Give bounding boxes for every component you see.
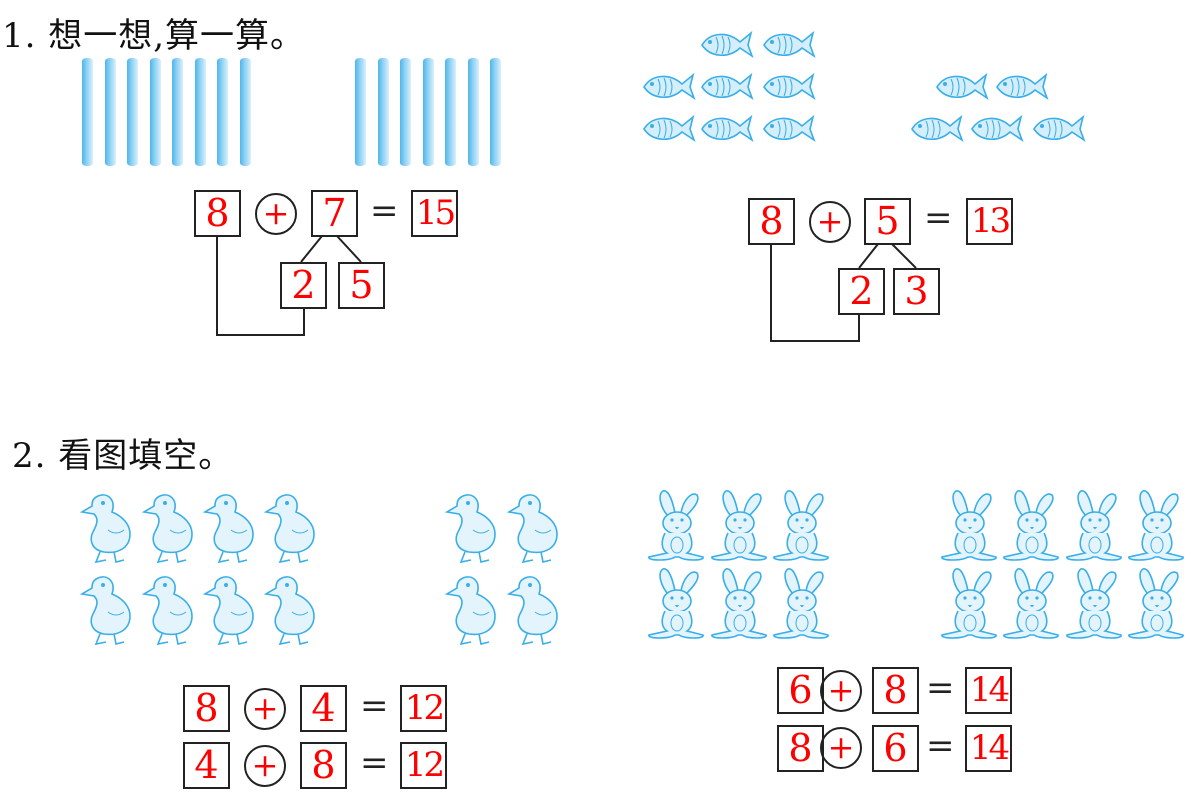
operator-circle[interactable]: +: [820, 670, 862, 712]
duck-picture: [505, 490, 561, 570]
duck-picture: [140, 572, 196, 652]
split-lines: [216, 235, 362, 336]
addend-a-box[interactable]: 6: [777, 667, 824, 714]
counting-stick: [377, 58, 389, 166]
rabbit-picture: [938, 487, 1000, 567]
rabbit-picture: [1000, 487, 1062, 567]
rabbit-picture: [938, 565, 1000, 645]
operator-circle[interactable]: +: [809, 201, 851, 243]
duck-picture: [262, 490, 318, 570]
addend-b-box[interactable]: 5: [864, 198, 911, 245]
rabbit-picture: [1063, 565, 1125, 645]
rabbit-picture: [770, 487, 832, 567]
fish-picture: [698, 28, 754, 64]
fish-picture: [1030, 112, 1086, 148]
duck-picture: [443, 572, 499, 652]
counting-stick: [82, 58, 93, 166]
rabbit-picture: [645, 565, 707, 645]
split-box-2[interactable]: 3: [893, 268, 940, 315]
split-box-1[interactable]: 2: [838, 268, 885, 315]
rabbit-picture: [708, 487, 770, 567]
addend-b-box[interactable]: 8: [300, 742, 347, 789]
result-box[interactable]: 13: [966, 198, 1013, 245]
question-1-title: 1. 想一想,算一算。: [2, 16, 306, 56]
equals-sign: =: [370, 191, 399, 231]
counting-stick: [422, 58, 434, 166]
counting-stick: [194, 58, 206, 166]
counting-stick: [217, 58, 228, 166]
fish-picture: [908, 112, 964, 148]
fish-picture: [968, 112, 1024, 148]
equals-sign: =: [926, 726, 955, 766]
addend-a-box[interactable]: 4: [183, 742, 230, 789]
counting-stick: [467, 58, 479, 166]
question-2-title: 2. 看图填空。: [12, 436, 234, 476]
operator-circle[interactable]: +: [244, 688, 286, 730]
equals-sign: =: [360, 686, 389, 726]
counting-stick: [355, 58, 366, 166]
rabbit-picture: [770, 565, 832, 645]
fish-picture: [933, 70, 989, 106]
split-box-2[interactable]: 5: [338, 262, 385, 309]
rabbit-picture: [645, 487, 707, 567]
addend-b-box[interactable]: 4: [300, 685, 347, 732]
fish-picture: [640, 70, 696, 106]
counting-stick: [172, 58, 183, 166]
fish-picture: [993, 70, 1049, 106]
duck-picture: [443, 490, 499, 570]
duck-picture: [78, 572, 134, 652]
equals-sign: =: [924, 198, 953, 238]
rabbit-picture: [1125, 487, 1187, 567]
duck-picture: [505, 572, 561, 652]
rabbit-picture: [1063, 487, 1125, 567]
counting-stick: [445, 58, 456, 166]
addend-b-box[interactable]: 8: [872, 667, 919, 714]
fish-picture: [698, 70, 754, 106]
addend-a-box[interactable]: 8: [777, 725, 824, 772]
addend-a-box[interactable]: 8: [183, 685, 230, 732]
counting-stick: [400, 58, 411, 166]
equals-sign: =: [926, 668, 955, 708]
result-box[interactable]: 14: [965, 667, 1012, 714]
rabbit-picture: [1125, 565, 1187, 645]
counting-stick: [490, 58, 501, 166]
result-box[interactable]: 15: [411, 190, 458, 237]
duck-picture: [140, 490, 196, 570]
rabbit-picture: [1000, 565, 1062, 645]
duck-picture: [201, 572, 257, 652]
result-box[interactable]: 14: [965, 725, 1012, 772]
rabbit-picture: [708, 565, 770, 645]
equals-sign: =: [360, 743, 389, 783]
split-lines: [770, 243, 917, 342]
counting-stick: [127, 58, 138, 166]
addend-a-box[interactable]: 8: [194, 190, 241, 237]
counting-stick: [149, 58, 161, 166]
fish-picture: [760, 70, 816, 106]
result-box[interactable]: 12: [400, 742, 447, 789]
result-box[interactable]: 12: [400, 685, 447, 732]
fish-picture: [640, 112, 696, 148]
addend-b-box[interactable]: 6: [872, 725, 919, 772]
operator-circle[interactable]: +: [255, 193, 297, 235]
counting-stick: [104, 58, 116, 166]
duck-picture: [78, 490, 134, 570]
operator-circle[interactable]: +: [244, 745, 286, 787]
operator-circle[interactable]: +: [820, 727, 862, 769]
addend-b-box[interactable]: 7: [311, 190, 358, 237]
counting-stick: [239, 58, 251, 166]
fish-picture: [760, 28, 816, 64]
duck-picture: [201, 490, 257, 570]
fish-picture: [760, 112, 816, 148]
duck-picture: [262, 572, 318, 652]
fish-picture: [698, 112, 754, 148]
